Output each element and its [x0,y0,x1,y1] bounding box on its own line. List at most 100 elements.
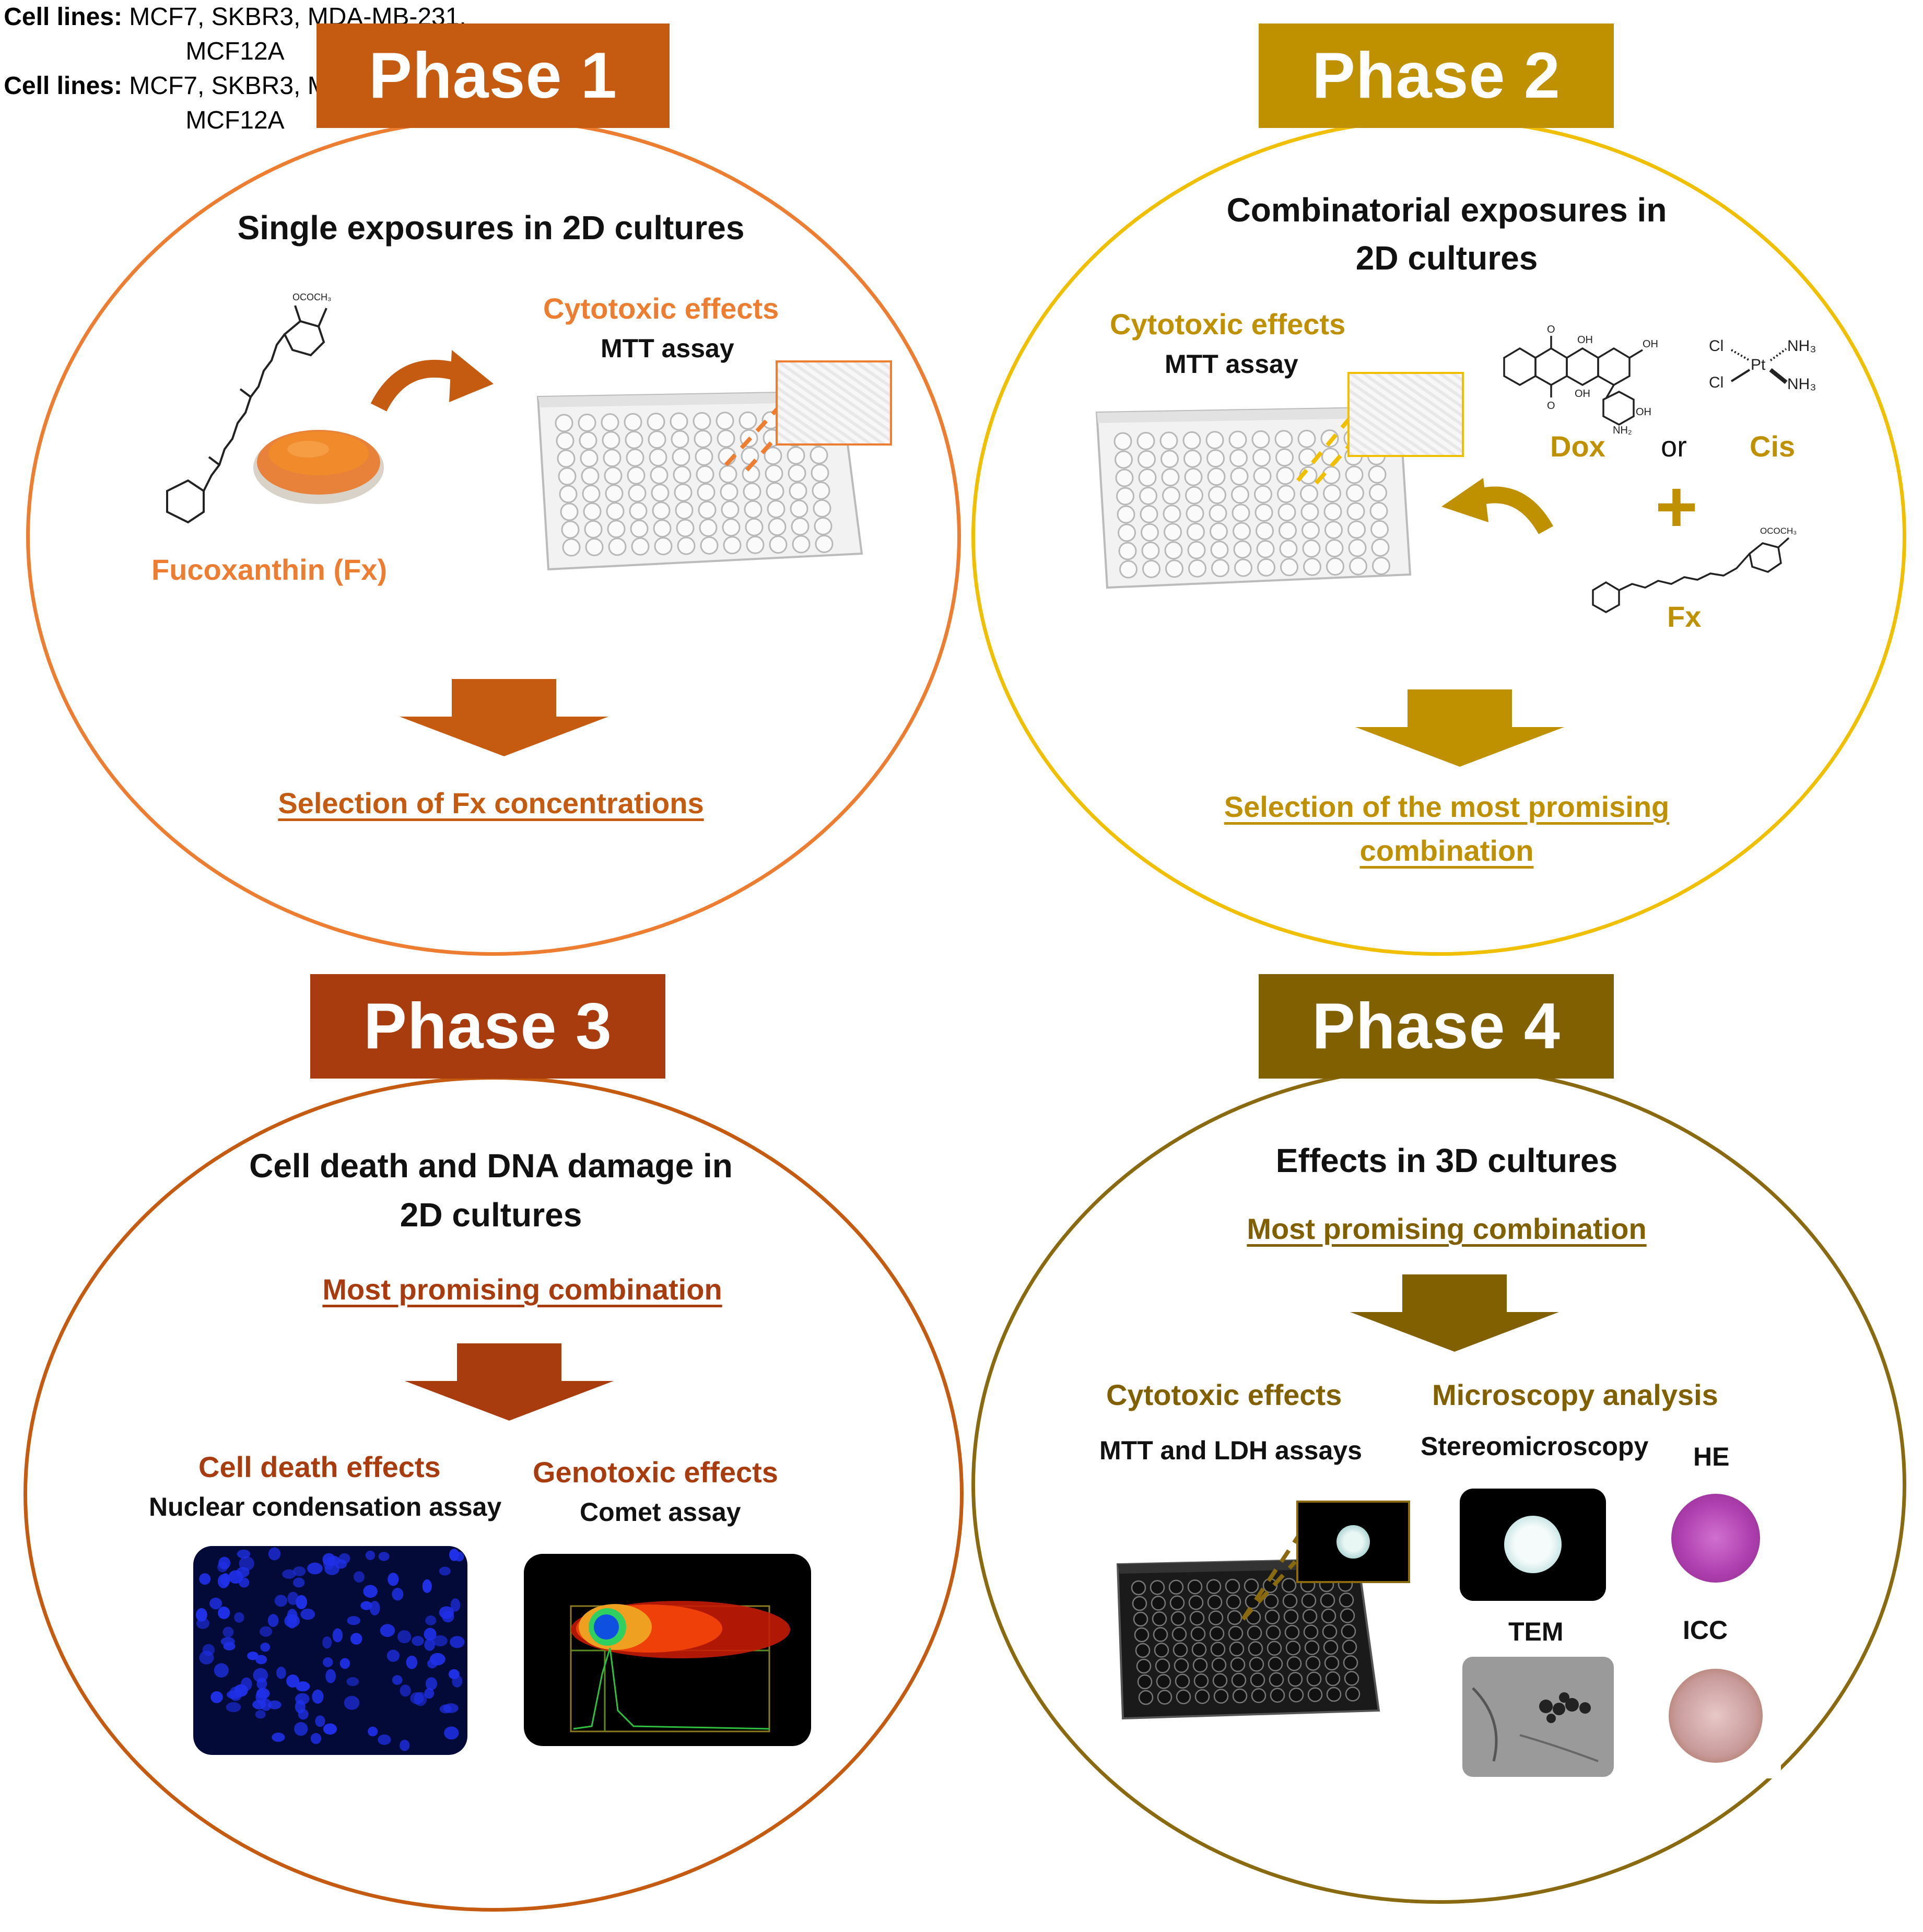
well [1247,1625,1262,1641]
well [1163,505,1181,523]
well [738,411,757,430]
well [578,413,596,432]
well [716,412,734,430]
well [605,484,624,503]
well [1274,430,1293,449]
well [1136,1658,1152,1674]
well [556,431,574,450]
well [608,537,627,556]
well [1249,1657,1264,1672]
well [1136,431,1155,450]
nucleus [388,1573,399,1586]
nucleus [256,1688,270,1699]
nucleus [439,1566,451,1576]
well [1207,467,1226,486]
well [1279,540,1298,558]
well [607,520,626,538]
well [1347,520,1366,539]
well [1248,1641,1263,1656]
well [1368,465,1387,484]
nucleus [353,1571,365,1583]
well [765,464,783,483]
phase2-well-plate-icon [1095,406,1412,589]
well [1186,504,1204,523]
phase1-cell-lines: Cell lines: MCF7, SKBR3, MDA-MB-231, MCF… [0,0,470,69]
phase4-well-plate-icon [1116,1558,1380,1720]
well [1115,469,1134,487]
phase2-down-arrow-icon [1355,689,1564,767]
nucleus [268,1547,281,1561]
fucoxanthin-structure-icon: OCOCH₃ [166,292,331,524]
well [788,464,806,483]
well [1305,1656,1321,1671]
well [1244,1578,1259,1594]
phase4-down-arrow-icon [1350,1274,1559,1352]
phase1-assay-label: MTT assay [601,334,734,363]
well [653,519,672,538]
well [1324,521,1343,540]
well [1159,431,1178,450]
well [1172,1642,1188,1658]
well [811,463,829,482]
dox-oh-ring: OH [1636,406,1651,418]
well [1229,1641,1245,1657]
well [1119,560,1138,579]
nucleus [368,1726,378,1737]
nucleus [218,1606,230,1619]
well [1184,467,1203,486]
well [670,412,688,431]
phase2-title: Phase 2 [1312,40,1561,112]
well [1175,1673,1190,1689]
tem-image [1462,1657,1614,1777]
nucleus [363,1585,378,1598]
nucleus [293,1566,306,1576]
well [1208,486,1226,505]
well [1137,1674,1153,1690]
well [1134,1627,1150,1643]
comet-assay-image [524,1554,811,1746]
phase4-he-label: HE [1693,1442,1730,1471]
well [647,413,665,431]
well [1131,1580,1146,1596]
well [1189,1610,1205,1626]
well [812,481,830,500]
well [1251,1688,1267,1703]
well [1233,522,1251,541]
phase2-or-label: or [1661,430,1687,463]
nucleus [284,1614,300,1628]
well [1284,1624,1300,1640]
cis-cl-top: Cl [1709,337,1723,355]
well [1232,504,1250,522]
nucleus [267,1614,279,1627]
well [1302,539,1321,558]
stereomicroscopy-image [1460,1489,1606,1601]
nucleus [220,1573,230,1586]
nucleus [322,1636,332,1649]
nucleus [255,1710,266,1719]
phase2-drug2: Cis [1750,430,1796,463]
well [654,537,673,556]
phase2-curved-arrow-icon [1441,478,1553,535]
well [1155,1658,1170,1673]
well [581,466,600,485]
cis-nh3-bottom: NH₃ [1787,376,1816,393]
nucleus [397,1630,412,1644]
well [1183,449,1202,468]
nucleus [196,1608,207,1622]
well [562,538,581,557]
nucleus [425,1615,437,1625]
well [768,518,787,536]
well [1370,520,1389,538]
well [1250,1672,1265,1688]
well [745,518,764,536]
nucleus [282,1569,296,1579]
phase2-cell-lines-label: Cell lines: [4,72,122,100]
well [1153,1627,1168,1642]
well [627,466,646,485]
nucleus [424,1688,435,1699]
well [625,430,643,449]
well [1230,1657,1246,1672]
well [1225,1578,1240,1594]
nucleus [386,1649,400,1662]
well [1276,466,1295,485]
